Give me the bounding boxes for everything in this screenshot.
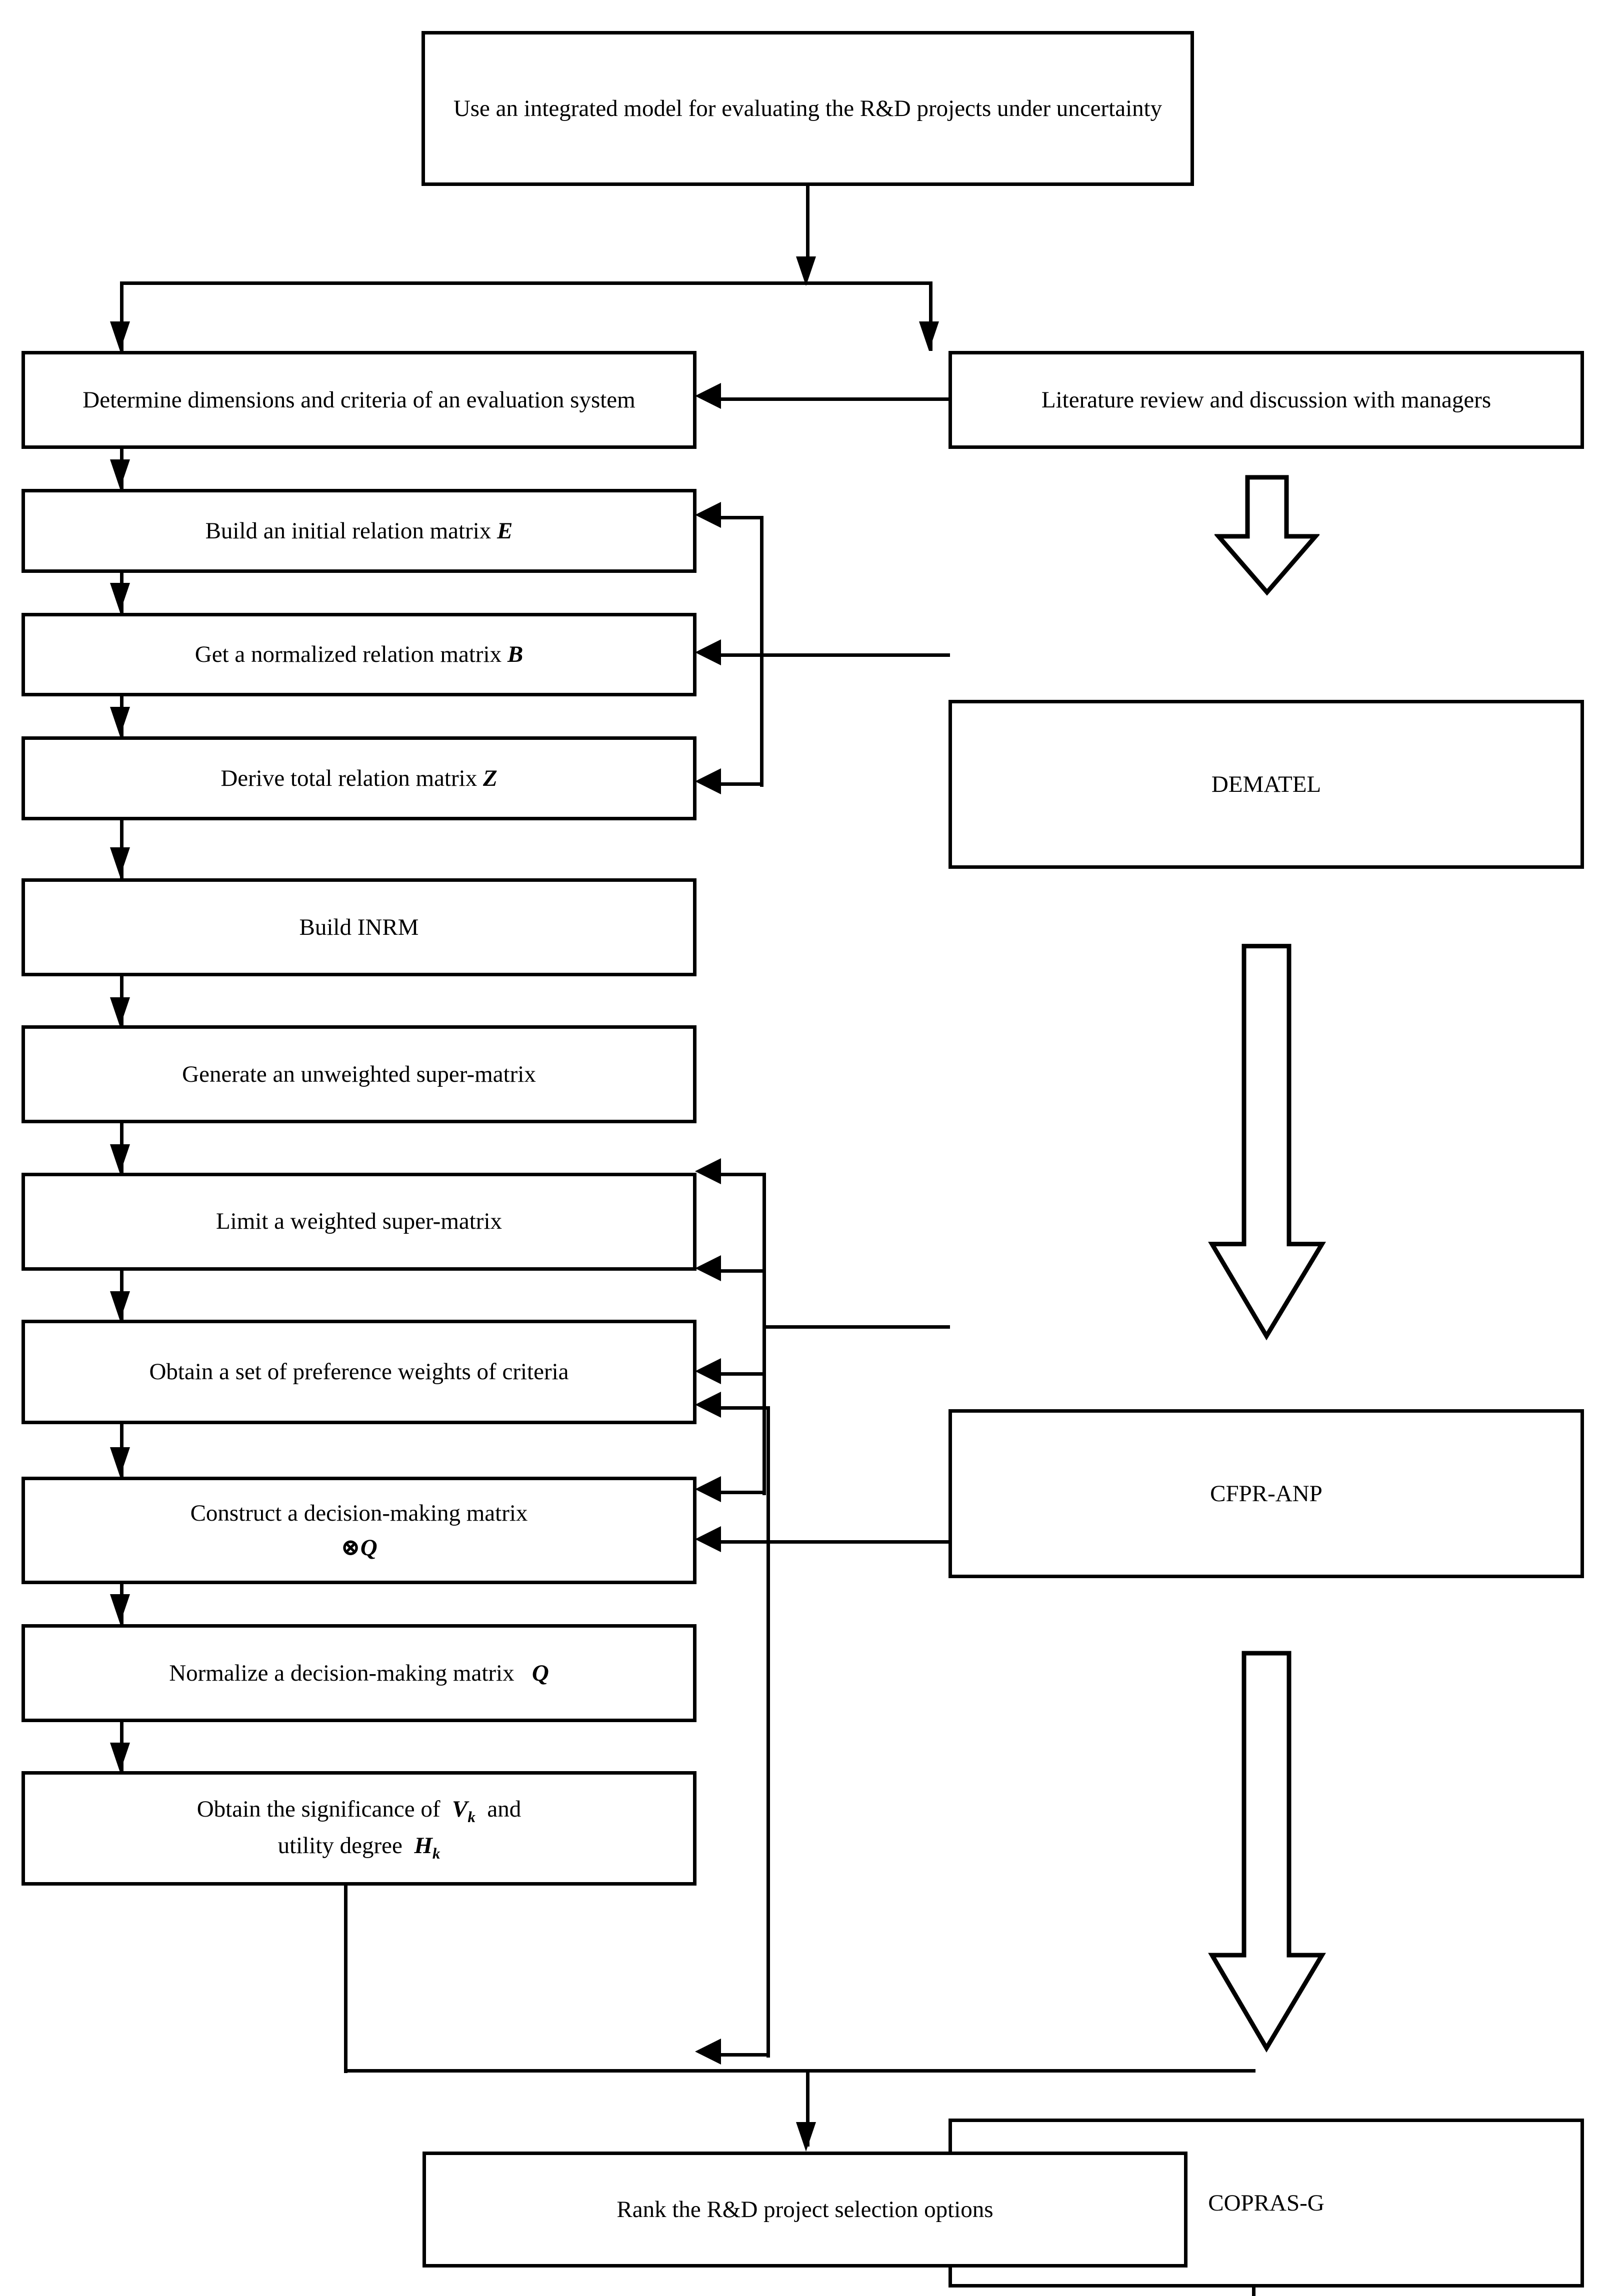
node-normalized-label: Get a normalized relation matrix B	[194, 641, 524, 668]
node-total-label: Derive total relation matrix Z	[220, 765, 498, 792]
connector-dematel-branch-initial	[721, 516, 764, 520]
node-determine-label: Determine dimensions and criteria of an …	[82, 386, 636, 413]
node-significance-label: Obtain the significance of Vk and utility…	[32, 1792, 686, 1865]
connector-split-right-drop	[929, 281, 932, 351]
connector-cfpranp-branch-unweighted	[721, 1269, 766, 1273]
node-dematel[interactable]: DEMATEL	[948, 699, 1584, 869]
node-cfpr-anp-label: CFPR-ANP	[1210, 1480, 1322, 1507]
connector-bottom-merge-bar	[344, 2069, 1256, 2073]
arrow-dematel-to-total	[695, 768, 721, 794]
node-total-relation-matrix[interactable]: Derive total relation matrix Z	[22, 736, 696, 821]
symbol-otimes-Q: ⊗Q	[340, 1534, 378, 1561]
node-inrm-label: Build INRM	[299, 914, 419, 941]
arrow-cfpranp-to-unweighted	[695, 1255, 721, 1281]
connector-coprasg-spine	[766, 1406, 770, 2058]
connector-cfpranp-trunk	[762, 1325, 950, 1329]
arrow-cfpranp-to-limit	[695, 1358, 721, 1385]
connector-significance-down	[344, 1886, 348, 2073]
node-rank-label: Rank the R&D project selection options	[616, 2197, 994, 2223]
connector-dematel-branch-total	[721, 782, 764, 786]
connector-coprasg-branch-significance	[721, 2053, 770, 2057]
arrow-dematel-to-normalized	[695, 639, 721, 665]
symbol-V: V	[452, 1796, 468, 1822]
connector-coprasg-down	[1252, 2288, 1256, 2296]
connector-coprasg-trunk	[766, 1540, 950, 1544]
node-normalized-relation-matrix[interactable]: Get a normalized relation matrix B	[22, 612, 696, 697]
node-top-label: Use an integrated model for evaluating t…	[453, 95, 1162, 121]
arrow-bottom-stem-head	[796, 2122, 816, 2152]
node-initial-label: Build an initial relation matrix E	[205, 517, 513, 544]
connector-coprasg-branch-construct	[721, 1406, 770, 1410]
node-rank-options[interactable]: Rank the R&D project selection options	[422, 2152, 1188, 2268]
node-significance-utility[interactable]: Obtain the significance of Vk and utility…	[22, 1771, 696, 1886]
node-unweighted-label: Generate an unweighted super-matrix	[182, 1061, 536, 1088]
symbol-Z: Z	[482, 765, 498, 792]
connector-dematel-branch-normalized	[721, 653, 764, 657]
arrow-normalize-to-significance	[110, 1743, 130, 1773]
arrow-cfpranp-to-weights	[695, 1476, 721, 1503]
node-construct-decision-matrix[interactable]: Construct a decision-making matrix⊗Q	[22, 1477, 696, 1584]
arrow-coprasg-to-construct	[695, 1392, 721, 1418]
node-construct-label: Construct a decision-making matrix⊗Q	[190, 1500, 528, 1561]
arrow-split-left-head	[110, 321, 130, 351]
connector-top-stem	[806, 185, 810, 263]
arrow-total-to-inrm	[110, 847, 130, 877]
symbol-B: B	[507, 641, 524, 668]
node-limit-label: Limit a weighted super-matrix	[216, 1208, 502, 1235]
arrow-construct-to-normalize	[110, 1594, 130, 1624]
arrow-split-right-head	[919, 321, 939, 351]
block-arrow-cfpranp-to-coprasg	[1208, 1593, 1326, 2109]
connector-cfpranp-branch-weights	[721, 1490, 766, 1494]
connector-bottom-stem	[806, 2069, 810, 2147]
connector-literature-to-determine	[721, 397, 950, 401]
symbol-H-subscript: k	[432, 1844, 440, 1862]
arrow-weights-to-construct	[110, 1447, 130, 1477]
connector-split-bar	[120, 281, 932, 285]
block-arrow-dematel-to-cfpranp	[1208, 887, 1326, 1396]
node-unweighted-supermatrix[interactable]: Generate an unweighted super-matrix	[22, 1025, 696, 1124]
node-determine-dimensions[interactable]: Determine dimensions and criteria of an …	[22, 350, 696, 449]
connector-dematel-spine	[760, 516, 764, 787]
connector-cfpranp-branch-inrm	[721, 1172, 766, 1176]
significance-text-2: utility degree	[278, 1832, 402, 1859]
node-limit-supermatrix[interactable]: Limit a weighted super-matrix	[22, 1172, 696, 1271]
arrow-dematel-to-initial	[695, 501, 721, 528]
significance-text-and: and	[487, 1796, 522, 1822]
arrow-inrm-to-unweighted	[110, 997, 130, 1027]
connector-split-left-drop	[120, 281, 124, 351]
node-copras-g-label: COPRAS-G	[1208, 2190, 1324, 2217]
node-literature-review[interactable]: Literature review and discussion with ma…	[948, 350, 1584, 449]
node-cfpr-anp[interactable]: CFPR-ANP	[948, 1409, 1584, 1579]
node-normalize-label: Normalize a decision-making matrix Q	[169, 1660, 549, 1686]
arrow-coprasg-to-significance	[695, 2039, 721, 2065]
arrow-limit-to-weights	[110, 1291, 130, 1321]
node-dematel-label: DEMATEL	[1211, 771, 1322, 797]
symbol-H: H	[414, 1832, 432, 1859]
node-weights-label: Obtain a set of preference weights of cr…	[149, 1359, 569, 1385]
arrow-literature-to-determine-head	[695, 383, 721, 409]
node-preference-weights[interactable]: Obtain a set of preference weights of cr…	[22, 1319, 696, 1424]
connector-coprasg-branch-normalize	[721, 1540, 770, 1544]
arrow-cfpranp-to-inrm	[695, 1158, 721, 1185]
node-top-integrated-model[interactable]: Use an integrated model for evaluating t…	[422, 30, 1194, 186]
symbol-Q: Q	[532, 1660, 549, 1686]
connector-dematel-trunk	[760, 653, 950, 657]
block-arrow-literature-to-dematel	[1214, 458, 1320, 613]
arrow-coprasg-to-normalize	[695, 1526, 721, 1552]
arrow-unweighted-to-limit	[110, 1144, 130, 1174]
significance-text-1: Obtain the significance of	[196, 1796, 440, 1822]
connector-cfpranp-branch-limit	[721, 1372, 766, 1376]
symbol-V-subscript: k	[468, 1808, 476, 1826]
node-build-inrm[interactable]: Build INRM	[22, 878, 696, 977]
node-normalize-decision-matrix[interactable]: Normalize a decision-making matrix Q	[22, 1624, 696, 1722]
arrow-initial-to-normalized	[110, 583, 130, 613]
connector-cfpranp-spine	[762, 1172, 766, 1495]
node-literature-label: Literature review and discussion with ma…	[1041, 386, 1492, 413]
node-initial-relation-matrix[interactable]: Build an initial relation matrix E	[22, 488, 696, 573]
arrow-normalized-to-total	[110, 707, 130, 737]
symbol-E: E	[497, 517, 513, 544]
arrow-determine-to-initial	[110, 459, 130, 489]
